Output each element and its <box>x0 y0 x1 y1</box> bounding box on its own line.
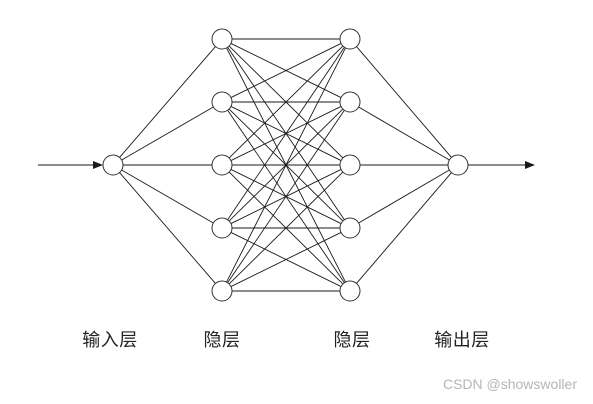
edge-l2n1-l3n0 <box>358 106 450 161</box>
neuron-layer3-node0 <box>447 154 469 176</box>
edge-l2n3-l3n0 <box>358 169 450 224</box>
edge-l1n4-l2n2 <box>228 171 344 285</box>
edge-l1n1-l2n0 <box>230 43 342 98</box>
layer-label-input: 输入层 <box>82 330 138 351</box>
neuron-layer2-node4 <box>339 280 361 302</box>
edge-l1n4-l2n3 <box>230 232 342 287</box>
edge-l0n0-l1n0 <box>119 46 216 158</box>
edge-l1n4-l2n0 <box>226 47 346 283</box>
edge-l1n3-l2n0 <box>227 47 345 220</box>
watermark-text: CSDN @showswoller <box>442 376 577 392</box>
edge-l1n2-l2n0 <box>228 45 344 159</box>
neuron-layer2-node0 <box>339 28 361 50</box>
neuron-layer2-node2 <box>339 154 361 176</box>
neuron-layer1-node2 <box>211 154 233 176</box>
neuron-layer1-node3 <box>211 217 233 239</box>
edge-l0n0-l1n4 <box>119 172 216 284</box>
connection-edges <box>119 38 452 292</box>
edge-l2n4-l3n0 <box>356 172 452 284</box>
neuron-layer1-node0 <box>211 28 233 50</box>
neuron-layer1-node4 <box>211 280 233 302</box>
edge-l1n4-l2n1 <box>227 110 345 283</box>
neuron-layer2-node1 <box>339 91 361 113</box>
neuron-layer2-node3 <box>339 217 361 239</box>
neuron-nodes <box>102 28 469 302</box>
neuron-layer0-node0 <box>102 154 124 176</box>
layer-label-hidden-2: 隐层 <box>333 330 371 351</box>
neuron-layer1-node1 <box>211 91 233 113</box>
edge-l0n0-l1n3 <box>121 169 214 224</box>
layer-label-output: 输出层 <box>434 330 490 351</box>
edge-l0n0-l1n1 <box>121 106 214 161</box>
edge-l2n0-l3n0 <box>356 46 452 158</box>
layer-label-hidden-1: 隐层 <box>203 330 241 351</box>
